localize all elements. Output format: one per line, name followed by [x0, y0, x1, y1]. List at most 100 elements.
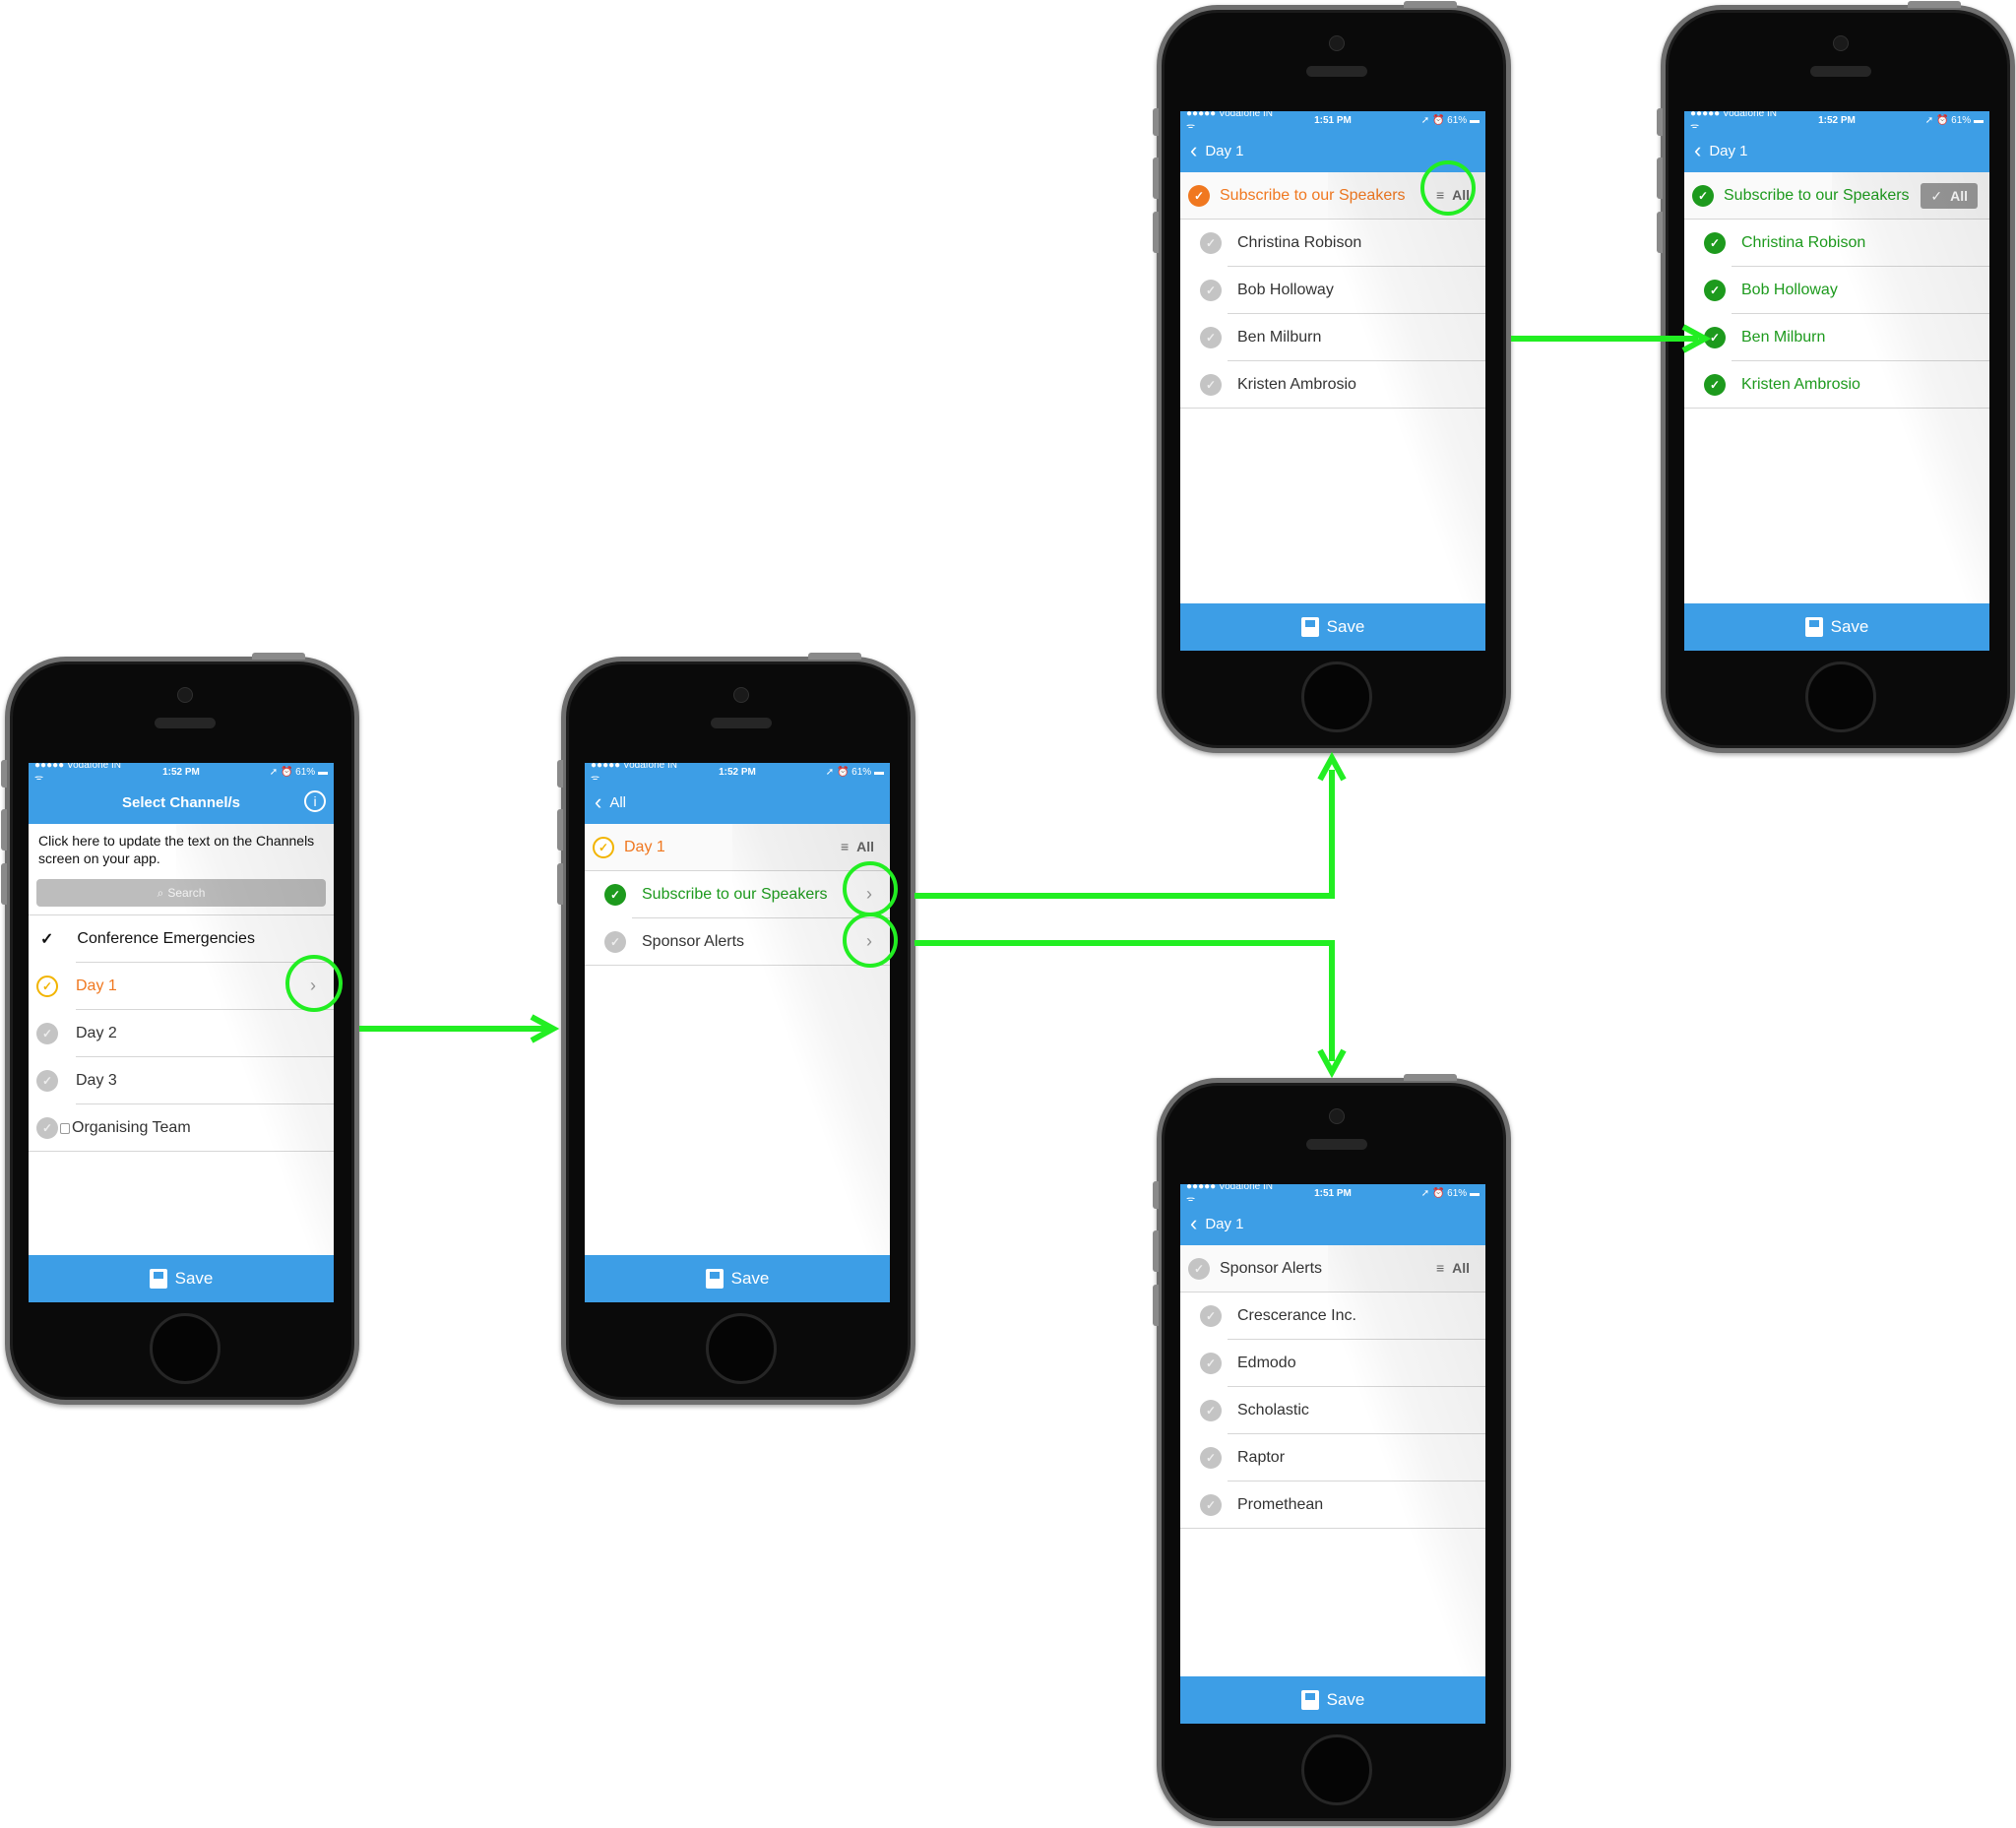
save-button[interactable]: Save: [1180, 1676, 1485, 1724]
status-time: 1:52 PM: [1818, 114, 1856, 126]
page-title: Select Channel/s: [121, 793, 241, 811]
search-input[interactable]: ⌕ Search: [36, 879, 326, 907]
back-button[interactable]: ‹ Day 1: [1180, 1213, 1244, 1234]
volume-up-button: [1153, 1230, 1159, 1272]
list-item-sponsor-alerts[interactable]: ✓ Sponsor Alerts ›: [585, 918, 890, 966]
unchecked-icon: ✓: [36, 1023, 58, 1044]
select-all-button[interactable]: ✓ All: [1921, 183, 1978, 209]
battery-indicator: ➚ ⏰ 61% ▬: [825, 766, 884, 778]
earpiece: [1810, 66, 1871, 77]
list-item-speaker[interactable]: ✓ Ben Milburn: [1180, 314, 1485, 361]
list-item-sponsor[interactable]: ✓ Edmodo: [1180, 1340, 1485, 1387]
select-all-label: All: [1950, 188, 1968, 204]
list-item-label: Kristen Ambrosio: [1741, 376, 1860, 393]
select-all-button[interactable]: ≡ All: [1436, 1260, 1470, 1276]
save-label: Save: [730, 1269, 770, 1288]
list-item-speaker[interactable]: ✓ Christina Robison: [1684, 220, 1989, 267]
unchecked-icon: ✓: [1200, 232, 1222, 254]
status-time: 1:51 PM: [1314, 114, 1352, 126]
partial-check-icon: ✓: [593, 836, 614, 858]
partial-check-icon: ✓: [1188, 184, 1210, 207]
list-item-conference-emergencies[interactable]: ✓ Conference Emergencies: [29, 915, 334, 963]
unchecked-icon: ✓: [1188, 1257, 1210, 1280]
list-item-label: Day 3: [76, 1072, 117, 1089]
status-time: 1:52 PM: [162, 766, 200, 778]
list-item-speaker[interactable]: ✓ Kristen Ambrosio: [1684, 361, 1989, 409]
home-button[interactable]: [1301, 1734, 1372, 1805]
battery-indicator: ➚ ⏰ 61% ▬: [1420, 114, 1480, 126]
home-button[interactable]: [706, 1313, 777, 1384]
list-item-sponsor[interactable]: ✓ Scholastic: [1180, 1387, 1485, 1434]
group-header-speakers[interactable]: ✓ Subscribe to our Speakers ✓ All: [1684, 172, 1989, 220]
group-header-day-1[interactable]: ✓ Day 1 ≡ All: [585, 824, 890, 871]
list-item-label: Conference Emergencies: [77, 930, 255, 947]
back-button[interactable]: ‹ Day 1: [1180, 140, 1244, 161]
front-camera: [733, 687, 749, 703]
list-item-speaker[interactable]: ✓ Ben Milburn: [1684, 314, 1989, 361]
search-placeholder: Search: [167, 886, 206, 900]
carrier-label: ●●●●● Vodafone IN ᯤ: [34, 763, 122, 785]
back-button[interactable]: ‹ Day 1: [1684, 140, 1748, 161]
home-button[interactable]: [1301, 662, 1372, 732]
list-item-sponsor[interactable]: ✓ Raptor: [1180, 1434, 1485, 1481]
unchecked-icon: ✓: [1200, 1305, 1222, 1327]
arrowhead-right-phone4: [1681, 324, 1712, 353]
mute-switch: [1153, 108, 1159, 136]
home-button[interactable]: [150, 1313, 220, 1384]
front-camera: [1329, 1108, 1345, 1124]
list-item-subscribe-speakers[interactable]: ✓ Subscribe to our Speakers ›: [585, 871, 890, 918]
power-button: [252, 653, 305, 660]
list-item-speaker[interactable]: ✓ Christina Robison: [1180, 220, 1485, 267]
home-button[interactable]: [1805, 662, 1876, 732]
power-button: [1404, 1074, 1457, 1081]
volume-down-button: [1153, 212, 1159, 253]
list-item-day-3[interactable]: ✓ Day 3: [29, 1057, 334, 1104]
phone-select-channels: ●●●●● Vodafone IN ᯤ 1:52 PM ➚ ⏰ 61% ▬ Se…: [1, 653, 359, 1405]
earpiece: [711, 718, 772, 728]
save-button[interactable]: Save: [585, 1255, 890, 1302]
carrier-label: ●●●●● Vodafone IN ᯤ: [1186, 1184, 1274, 1206]
nav-bar: ‹ Day 1: [1684, 129, 1989, 172]
list-item-label: Ben Milburn: [1237, 329, 1322, 346]
arrow-speakers-to-phone3: [914, 770, 1335, 899]
list-item-organising-team[interactable]: ✓ Organising Team: [29, 1104, 334, 1152]
checked-icon: ✓: [1704, 280, 1726, 301]
unchecked-icon: ✓: [1200, 327, 1222, 348]
status-time: 1:51 PM: [1314, 1187, 1352, 1199]
info-icon[interactable]: i: [304, 790, 326, 812]
earpiece: [1306, 66, 1367, 77]
check-icon: ✓: [40, 931, 54, 948]
checked-icon: ✓: [1704, 374, 1726, 396]
arrowhead-right-phone2: [530, 1014, 560, 1043]
list-item-sponsor[interactable]: ✓ Promethean: [1180, 1481, 1485, 1529]
check-icon: ✓: [1930, 187, 1943, 204]
save-button[interactable]: Save: [29, 1255, 334, 1302]
screen: ●●●●● Vodafone IN ᯤ 1:52 PM ➚ ⏰ 61% ▬ Se…: [29, 763, 334, 1302]
front-camera: [1329, 35, 1345, 51]
list-item-day-2[interactable]: ✓ Day 2: [29, 1010, 334, 1057]
save-label: Save: [1326, 1690, 1365, 1709]
list-item-speaker[interactable]: ✓ Bob Holloway: [1180, 267, 1485, 314]
back-button[interactable]: ‹ All: [585, 791, 626, 813]
group-header-label: Sponsor Alerts: [1220, 1259, 1323, 1277]
battery-indicator: ➚ ⏰ 61% ▬: [1420, 1187, 1480, 1199]
search-icon: ⌕: [157, 885, 164, 900]
checked-icon: ✓: [1692, 184, 1714, 207]
list-item-sponsor[interactable]: ✓ Crescerance Inc.: [1180, 1292, 1485, 1340]
mute-switch: [1153, 1181, 1159, 1209]
save-button[interactable]: Save: [1180, 603, 1485, 651]
group-header-sponsor-alerts[interactable]: ✓ Sponsor Alerts ≡ All: [1180, 1245, 1485, 1292]
list-item-speaker[interactable]: ✓ Bob Holloway: [1684, 267, 1989, 314]
list-item-speaker[interactable]: ✓ Kristen Ambrosio: [1180, 361, 1485, 409]
unchecked-icon: ✓: [1200, 1494, 1222, 1516]
front-camera: [1833, 35, 1849, 51]
volume-down-button: [1153, 1285, 1159, 1326]
save-button[interactable]: Save: [1684, 603, 1989, 651]
checked-icon: ✓: [1704, 327, 1726, 348]
select-all-button[interactable]: ≡ All: [841, 839, 874, 854]
highlight-day-1-chevron: [285, 955, 343, 1012]
chevron-left-icon: ‹: [1190, 1211, 1198, 1235]
list-item-label: Organising Team: [72, 1119, 191, 1136]
channels-description[interactable]: Click here to update the text on the Cha…: [38, 833, 315, 866]
front-camera: [177, 687, 193, 703]
